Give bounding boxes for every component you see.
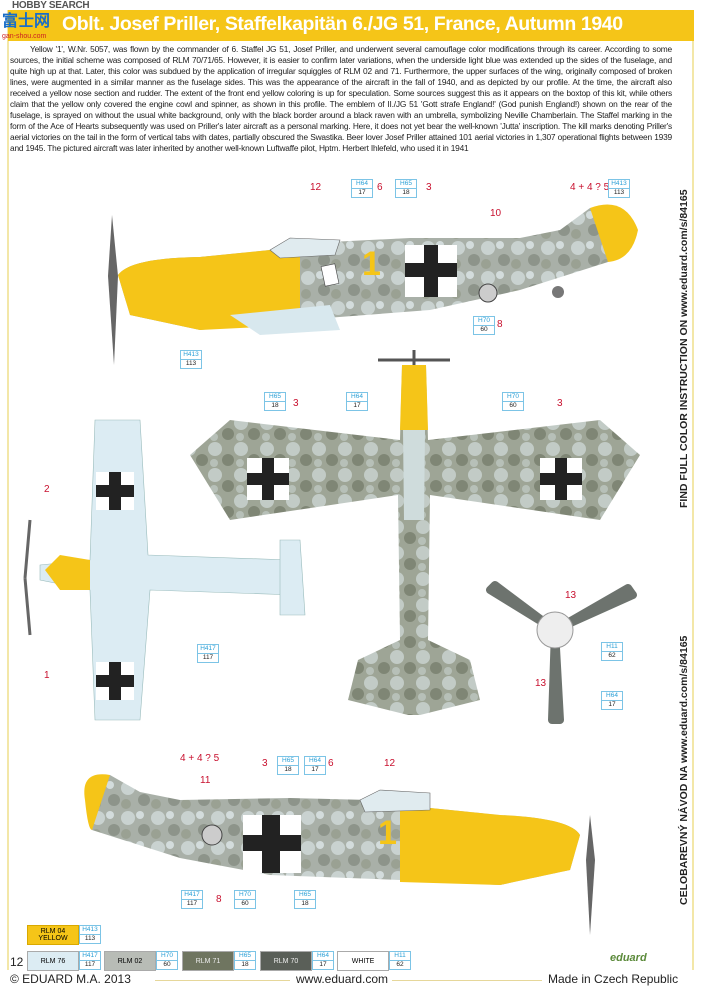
callout: 11 <box>200 775 211 786</box>
side-profile-right <box>84 774 595 935</box>
footer-copyright: © EDUARD M.A. 2013 <box>10 972 131 986</box>
page-number: 12 <box>10 955 24 969</box>
propeller-view <box>486 581 637 724</box>
footer-divider <box>155 980 290 981</box>
top-view <box>190 350 640 715</box>
callout: 8 <box>216 894 222 905</box>
description-text: Yellow '1', W.Nr. 5057, was flown by the… <box>10 44 672 153</box>
callout: 6 <box>377 182 383 193</box>
callout: 12 <box>310 182 322 193</box>
underside-view <box>23 419 306 721</box>
callout: 6 <box>328 758 334 769</box>
footer-made-in: Made in Czech Republic <box>548 972 679 986</box>
page-frame-left <box>7 10 9 970</box>
callout: 13 <box>565 590 577 601</box>
watermark-logo: HOBBY SEARCH 富士网 gan-shou.com <box>2 0 90 44</box>
eduard-logo: eduard <box>610 952 647 964</box>
page-title: Oblt. Josef Priller, Staffelkapitän 6./J… <box>62 13 623 35</box>
fuselage-code-right: 1 <box>378 814 397 852</box>
title-bar <box>8 10 694 41</box>
watermark-cn: 富士网 <box>2 13 51 30</box>
callout: 4 + 4 ? 5 <box>570 182 610 193</box>
page-frame-right <box>692 10 694 970</box>
footer-divider <box>392 980 542 981</box>
fuselage-code-left: 1 <box>362 245 381 283</box>
callout: 1 <box>44 670 50 681</box>
callout: 3 <box>293 398 299 409</box>
callout: 10 <box>490 208 502 219</box>
footer-url: www.eduard.com <box>296 972 389 986</box>
callout: 8 <box>497 319 503 330</box>
callout: 12 <box>384 758 396 769</box>
side-profile-left <box>108 204 638 365</box>
callout: 4 + 4 ? 5 <box>180 753 220 764</box>
callout: 3 <box>426 182 432 193</box>
callout: 2 <box>44 484 50 495</box>
callout: 13 <box>535 678 547 689</box>
callout: 3 <box>557 398 563 409</box>
watermark-site: gan-shou.com <box>2 33 47 40</box>
callout: 3 <box>262 758 268 769</box>
watermark-brand: HOBBY SEARCH <box>12 0 90 11</box>
